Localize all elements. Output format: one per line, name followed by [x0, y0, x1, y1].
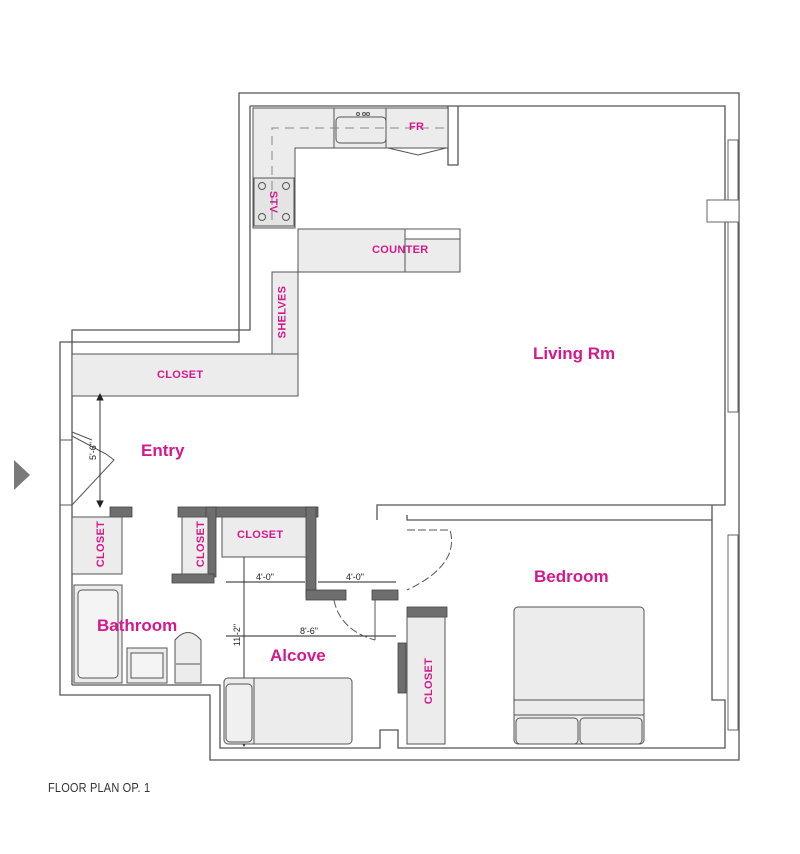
inner-wall: [250, 105, 726, 520]
label-counter: COUNTER: [372, 244, 429, 256]
label-hall-closet-right: CLOSET: [195, 520, 208, 568]
label-stove: STV: [267, 190, 280, 214]
label-shelves: SHELVES: [276, 285, 289, 339]
dimension-alcove-upper: 4'-0": [256, 572, 274, 582]
outer-wall: [59, 92, 740, 761]
dimension-alcove-width: 8'-6": [300, 626, 318, 636]
label-bedroom-closet: CLOSET: [423, 657, 436, 705]
label-entry-closet: CLOSET: [157, 369, 204, 381]
entry-arrow-icon: [14, 460, 30, 490]
sink: [335, 116, 387, 144]
dimension-alcove-opening: 4'-0": [346, 572, 364, 582]
fridge-door: [387, 147, 447, 156]
bedroom-closet: [406, 616, 446, 745]
label-fridge: FR: [409, 121, 425, 133]
entry-door: [71, 435, 115, 506]
floor-plan-caption: FLOOR PLAN OP. 1: [48, 781, 151, 795]
bedroom-bed: [513, 606, 645, 745]
hall-closet-left: [71, 516, 123, 575]
shelves: [271, 271, 299, 355]
stove: [253, 177, 295, 227]
label-alcove: Alcove: [270, 646, 326, 665]
label-hall-closet-left: CLOSET: [95, 520, 108, 568]
entry-closet: [71, 353, 299, 397]
alcove-bed: [223, 677, 353, 745]
dimension-entry-depth: 5'-6": [87, 442, 98, 460]
label-alcove-closet: CLOSET: [237, 529, 284, 541]
hall-closet-right: [181, 516, 209, 575]
label-bedroom: Bedroom: [534, 567, 609, 586]
label-bathroom: Bathroom: [97, 616, 178, 635]
dimension-alcove-length: 11'-2": [232, 623, 243, 647]
label-living-room: Living Rm: [533, 344, 616, 363]
label-entry: Entry: [141, 441, 185, 460]
kitchen-counter: [252, 107, 449, 229]
alcove-closet: [221, 516, 307, 558]
toilet: [174, 632, 202, 684]
